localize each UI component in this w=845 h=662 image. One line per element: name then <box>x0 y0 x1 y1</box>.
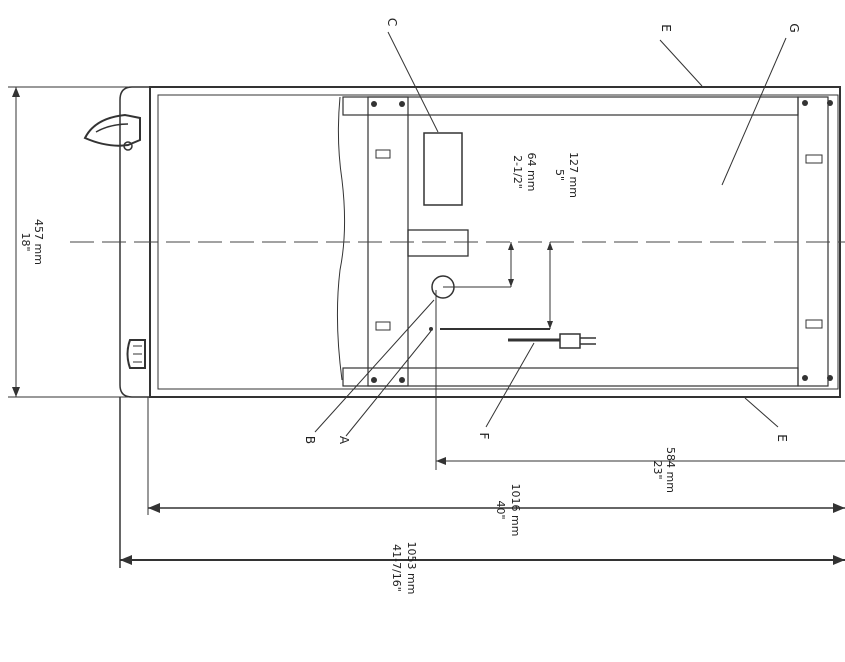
callout-e-top: E <box>659 24 673 32</box>
cutaway-line <box>336 96 346 381</box>
dim-40-in: 40" <box>494 500 507 519</box>
push-button-fixture <box>126 339 146 369</box>
dim-18-in: 18" <box>19 232 32 251</box>
component-c-box <box>423 132 463 206</box>
extension-lines <box>8 86 437 568</box>
callout-b: B <box>303 436 317 444</box>
callout-c: C <box>385 18 399 26</box>
bubbler-fixture <box>83 113 141 151</box>
callout-g: G <box>787 23 801 32</box>
dimension-lines <box>12 87 845 565</box>
inner-dimension-lines <box>440 242 553 330</box>
dim-18-mm: 457 mm <box>32 219 45 265</box>
dim-41-mm: 1053 mm <box>405 542 418 595</box>
dim-23-mm: 584 mm <box>664 447 677 493</box>
callout-e-bottom: E <box>775 434 789 442</box>
center-channel <box>407 229 469 257</box>
callout-a: A <box>337 436 351 445</box>
dim-41-in: 41-7/16" <box>390 544 403 592</box>
dim-2-5-in: 2-1/2" <box>511 155 524 189</box>
dim-5-in: 5" <box>553 169 566 181</box>
dim-5-mm: 127 mm <box>567 152 580 198</box>
leader-lines <box>314 31 787 437</box>
dim-40-mm: 1016 mm <box>509 484 522 537</box>
dim-23-in: 23" <box>651 460 664 479</box>
supply-point <box>429 327 433 331</box>
power-cord <box>508 333 596 349</box>
dim-2-5-mm: 64 mm <box>525 153 538 192</box>
callout-f: F <box>477 433 491 440</box>
